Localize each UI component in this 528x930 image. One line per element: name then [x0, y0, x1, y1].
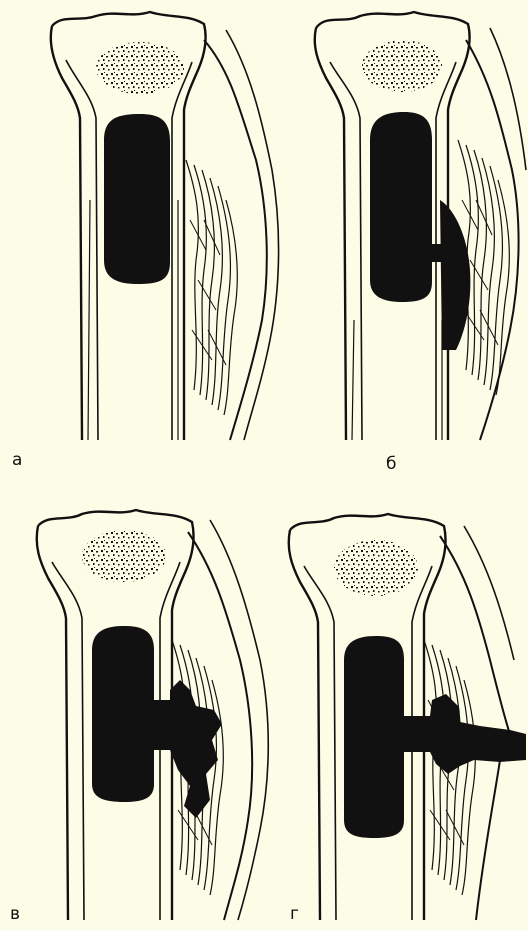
panel-b [315, 12, 526, 440]
panel-label-v: в [10, 906, 20, 923]
panel-label-a: а [12, 452, 22, 469]
panel-label-b: б [386, 456, 396, 473]
panel-v [37, 510, 269, 920]
panel-label-g: г [290, 906, 299, 923]
panel-g [289, 514, 526, 920]
panel-a [51, 12, 279, 440]
